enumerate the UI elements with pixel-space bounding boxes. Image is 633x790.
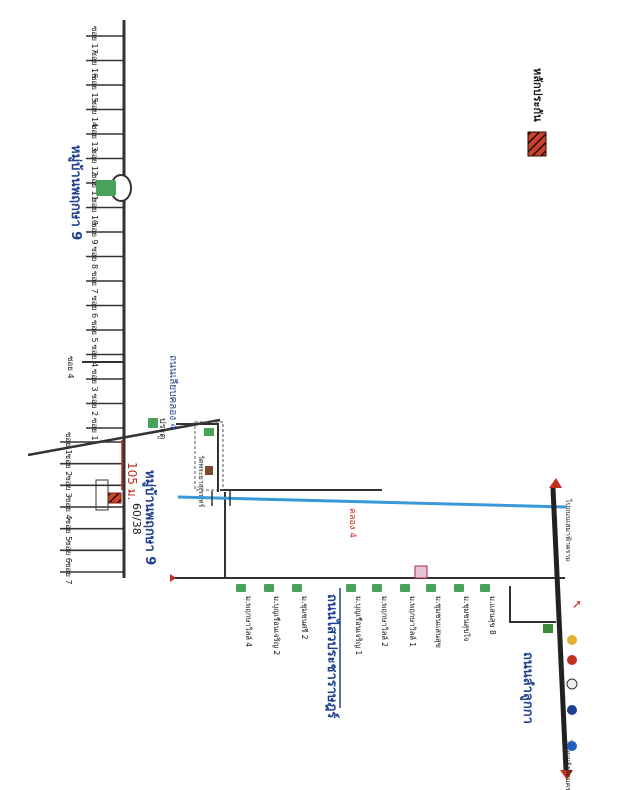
village-icon: [480, 584, 490, 592]
temple-area: [194, 421, 224, 491]
upper-soi-label: ซอย 15: [90, 75, 99, 103]
upper-soi-label: ซอย 2: [90, 394, 99, 417]
house-marker: [95, 479, 109, 511]
loop-road: [509, 586, 556, 623]
brand-icon-5: [567, 705, 577, 715]
lower-soi-label: ซอย 4: [64, 497, 73, 520]
upper-soi-label: ซอย 5: [90, 320, 99, 343]
connector-roads: [176, 423, 382, 578]
left-junction-label: ไปถนนรังสิตนครนายก: [564, 739, 573, 790]
left-arrow-marker: [170, 574, 176, 582]
main-road-bottom-arrow: [560, 770, 573, 780]
right-junction-label: ไปถนนเสมาฟ้าคราม: [564, 498, 573, 562]
village-logo-icon: [96, 180, 116, 196]
road-village-label: ม.พฤกษาวิลล์ 4: [244, 596, 253, 647]
distance-label: 105 ม.: [125, 462, 139, 500]
upper-soi-label: ซอย 16: [90, 51, 99, 79]
village-icon: [346, 584, 356, 592]
village-icon: [292, 584, 302, 592]
brand-icon-6: [567, 741, 577, 751]
legend-swatch: [527, 131, 547, 157]
collateral-parcel: [107, 492, 122, 504]
legend: หลักประกัน: [527, 68, 547, 157]
bridge: [211, 491, 231, 506]
village-icon: [426, 584, 436, 592]
canal-road-label: ถนนเลียบคลอง 4: [167, 355, 179, 430]
road-village-label: ม.พฤกษาวิลล์ 1: [408, 596, 417, 647]
temple-label: วัดพระยาสุเรนทร์: [197, 455, 205, 507]
road-village-label: ม.บุญเรือนเจริญ 2: [272, 596, 281, 655]
house-number: 60/38: [130, 503, 143, 535]
road-villages: ม.พฤกษาวิลล์ 4 ม.บุญเรือนเจริญ 2 ม.ชุมชนศร…: [236, 584, 497, 655]
upper-soi-label: ซอย 1: [90, 418, 99, 441]
road-village-label: ม.แสนสุข 8: [488, 596, 497, 635]
brand-icon-4: [566, 678, 578, 690]
upper-soi-label: ซอย 9: [90, 222, 99, 245]
lower-soi-label: ซอย 3: [64, 475, 73, 498]
village-icon: [236, 584, 246, 592]
upper-soi-label: ซอย 13: [90, 124, 99, 152]
school-icon: [204, 428, 214, 436]
road-village-label: ม.บุญเรือนเจริญ 1: [354, 596, 363, 655]
upper-soi-label: ซอย 14: [90, 100, 99, 128]
lower-soi-label: ซอย 2: [64, 454, 73, 477]
temple-icon: [205, 466, 213, 475]
upper-soi-label: ซอย 11: [90, 173, 99, 201]
village-icon: [264, 584, 274, 592]
upper-soi-label: ซอย 17: [90, 26, 99, 54]
brand-icon-2: [543, 624, 553, 633]
lower-soi-label: ซอย 6: [64, 540, 73, 563]
upper-soi-label: ซอย 6: [90, 296, 99, 319]
side-road-name: ถนนไสวประชาราษฎร์: [324, 594, 341, 718]
village-icon: [400, 584, 410, 592]
road-village-label: ม.ชุมชนแสนสุข: [434, 596, 443, 648]
main-road: [550, 487, 569, 771]
lower-village-name: หมู่บ้านพฤกษา 9: [142, 470, 158, 565]
upper-soi-label: ซอย 12: [90, 149, 99, 177]
canal-label: คลอง 4: [347, 508, 357, 538]
upper-village-name: หมู่บ้านพฤกษา 9: [68, 145, 84, 240]
lower-soi-label: ซอย 1: [64, 432, 73, 455]
brand-icon-3: [567, 655, 577, 665]
main-road-arrow-glyph: ➚: [572, 597, 582, 611]
brand-icon-1: [567, 635, 577, 645]
gate-label: ประตู: [157, 418, 167, 439]
village-icon: [372, 584, 382, 592]
village-icon: [454, 584, 464, 592]
road-village-label: ม.ชุมชนสุขใจ: [462, 596, 471, 641]
upper-soi-label: ซอย 4: [90, 345, 99, 368]
lower-soi-label: ซอย 5: [64, 519, 73, 542]
main-road-top-arrow: [549, 478, 562, 488]
side-soi-4-label: ซอย 4: [66, 356, 75, 379]
shop-icon: [414, 565, 428, 579]
road-village-label: ม.พฤกษาวิลล์ 2: [380, 596, 389, 647]
legend-label: หลักประกัน: [531, 68, 544, 122]
upper-soi-label: ซอย 7: [90, 271, 99, 294]
road-village-label: ม.ชุมชนศรี 2: [300, 596, 309, 640]
upper-soi-label: ซอย 8: [90, 247, 99, 270]
upper-soi-label: ซอย 3: [90, 369, 99, 392]
main-road-name: ถนนลำลูกกา: [520, 652, 536, 724]
upper-soi-label: ซอย 10: [90, 198, 99, 226]
gate-icon: [148, 418, 158, 428]
canal-line: [177, 495, 567, 509]
lower-soi-label: ซอย 7: [64, 562, 73, 585]
